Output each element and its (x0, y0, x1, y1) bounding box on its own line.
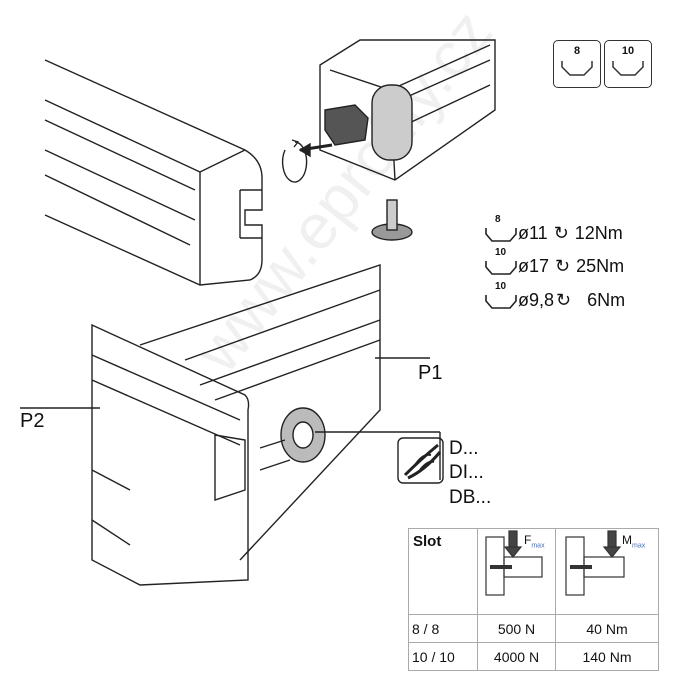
slot-cell: 8 / 8 (408, 614, 478, 643)
drill-code: DB... (449, 487, 492, 508)
torque: 6Nm (587, 289, 626, 310)
spec-row: 10 ø17 ↻ 25Nm (484, 247, 625, 277)
torque-icon: ↻ (556, 289, 572, 310)
torque: 25Nm (576, 255, 625, 276)
header-slot: Slot (408, 528, 478, 615)
load-table: Slot Fmax Mmax 8 / 8 500 N 40 Nm 10 / 10… (408, 528, 659, 671)
slot-icon: 10 (484, 247, 518, 277)
drill-code: D... (449, 438, 479, 459)
moment-diagram (565, 530, 625, 596)
diameter: ø11 (518, 222, 548, 243)
diameter: ø17 (518, 255, 550, 276)
moment-cell: 40 Nm (555, 614, 659, 643)
torque: 12Nm (574, 222, 623, 243)
header-force: Fmax (477, 528, 556, 615)
slot-icon: 8 (484, 214, 518, 244)
slot-cell: 10 / 10 (408, 642, 478, 671)
drill-bit-icon (397, 437, 444, 484)
force-cell: 500 N (477, 614, 556, 643)
slot-8-icon: 8 (553, 40, 601, 88)
lower-profiles (20, 264, 441, 586)
force-diagram (485, 530, 543, 596)
drill-code: DI... (449, 462, 484, 483)
spec-row: 10 ø9,8 ↻ 6Nm (484, 281, 626, 311)
label-p1: P1 (418, 362, 443, 384)
upper-right-profile (281, 39, 496, 241)
upper-profile (44, 59, 263, 286)
moment-label: Mmax (622, 533, 646, 550)
slot-icon: 10 (484, 281, 518, 311)
label-p2: P2 (20, 410, 45, 432)
force-cell: 4000 N (477, 642, 556, 671)
moment-cell: 140 Nm (555, 642, 659, 671)
torque-icon: ↻ (553, 222, 569, 243)
header-moment: Mmax (555, 528, 659, 615)
torque-icon: ↻ (555, 255, 571, 276)
slot-10-icon: 10 (604, 40, 652, 88)
diameter: ø9,8 (518, 289, 555, 310)
force-label: Fmax (524, 533, 545, 550)
spec-row: 8 ø11 ↻ 12Nm (484, 214, 623, 244)
